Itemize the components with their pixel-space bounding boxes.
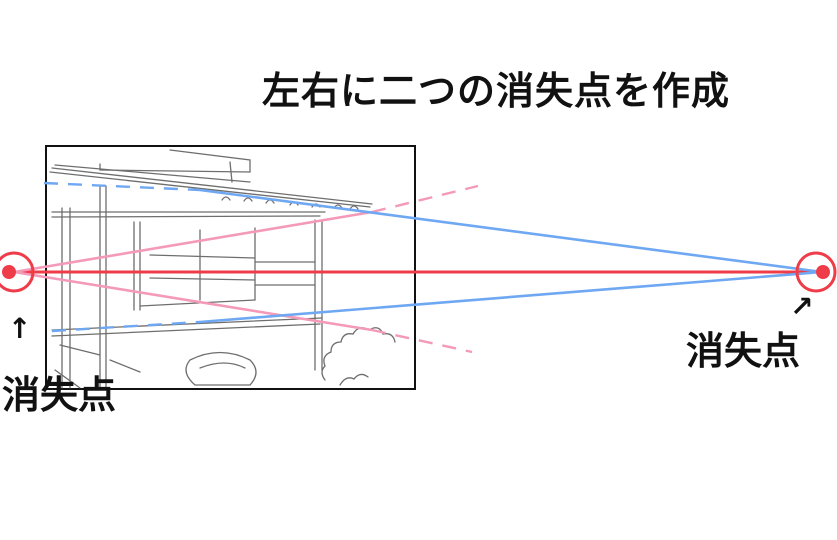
right-vanishing-point-label: 消失点	[686, 329, 801, 373]
right-arrow-icon: ↗	[790, 290, 814, 323]
right-vanishing-point	[795, 251, 837, 293]
sketch-frame	[45, 145, 416, 390]
left-arrow-icon: ↑	[8, 312, 32, 345]
diagram-title: 左右に二つの消失点を作成	[262, 69, 731, 113]
right-guide-extensions	[43, 181, 201, 333]
left-vanishing-point-label: 消失点	[2, 373, 117, 417]
right-guide-lines	[199, 188, 823, 324]
left-guide-extensions	[371, 184, 479, 354]
left-guide-lines	[13, 210, 373, 332]
left-vanishing-point	[0, 251, 35, 293]
